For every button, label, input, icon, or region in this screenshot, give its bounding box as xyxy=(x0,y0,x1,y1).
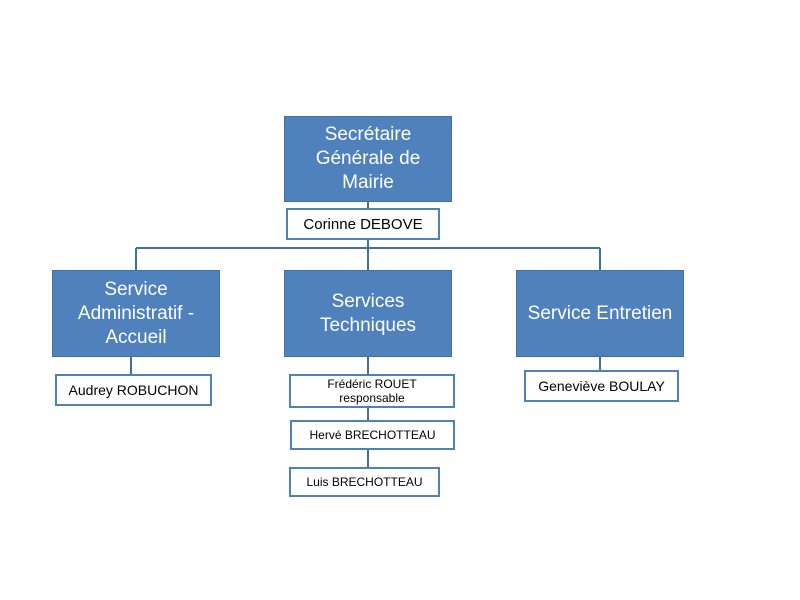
administratif-member: Audrey ROBUCHON xyxy=(55,374,212,406)
techniques-member-responsable: Frédéric ROUET responsable xyxy=(289,374,455,408)
techniques-member-3: Luis BRECHOTTEAU xyxy=(289,467,440,497)
service-entretien-box: Service Entretien xyxy=(516,270,684,357)
services-techniques-box: Services Techniques xyxy=(284,270,452,357)
entretien-member: Geneviève BOULAY xyxy=(524,370,679,402)
service-administratif-box: Service Administratif - Accueil xyxy=(52,270,220,357)
secretaire-generale-box: Secrétaire Générale de Mairie xyxy=(284,116,452,202)
top-person-name: Corinne DEBOVE xyxy=(286,208,440,240)
techniques-member-2: Hervé BRECHOTTEAU xyxy=(290,420,455,450)
